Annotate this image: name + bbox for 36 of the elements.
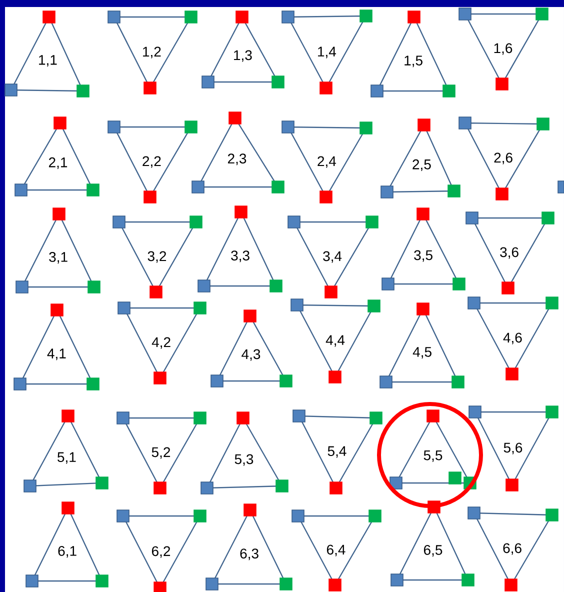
triangle: 5,3 (200, 412, 288, 494)
triangle: 3,3 (198, 206, 282, 292)
triangle: 2,1 (14, 116, 100, 196)
triangle: 1,6 (458, 8, 548, 90)
triangle: 1,5 (370, 10, 456, 98)
triangle: 5,5 (390, 410, 476, 490)
triangle: 1,2 (108, 10, 198, 94)
triangle: 4,3 (210, 310, 292, 388)
triangle: 2,5 (380, 118, 460, 198)
triangle: 6,3 (206, 504, 292, 590)
triangle: 4,4 (290, 298, 380, 384)
triangle: 5,1 (24, 410, 108, 492)
triangle: 2,2 (108, 120, 198, 204)
triangle: 3,5 (382, 208, 466, 290)
triangle: 5,2 (116, 412, 206, 494)
triangle: 4,5 (380, 302, 464, 388)
triangle: 5,6 (468, 406, 558, 492)
triangle: 6,4 (292, 510, 382, 592)
triangle: 1,1 (4, 10, 90, 98)
triangle: 4,2 (118, 302, 206, 384)
triangle: 2,3 (192, 112, 284, 194)
triangle: 5,4 (292, 410, 382, 494)
triangle: 6,1 (26, 502, 108, 588)
triangle: 1,4 (282, 10, 372, 94)
triangle: 4,6 (468, 296, 558, 380)
triangle: 2,6 (458, 116, 550, 200)
triangle: 6,5 (390, 500, 474, 586)
triangle: 6,6 (468, 506, 558, 592)
triangle: 3,2 (112, 216, 202, 298)
triangle: 3,4 (288, 216, 378, 298)
triangle: 4,1 (14, 304, 100, 390)
triangle: 2,4 (282, 120, 372, 204)
triangle: 3,6 (466, 212, 554, 294)
triangle: 3,1 (16, 208, 100, 294)
triangle: 6,2 (116, 510, 206, 592)
triangle: 1,3 (202, 10, 284, 88)
